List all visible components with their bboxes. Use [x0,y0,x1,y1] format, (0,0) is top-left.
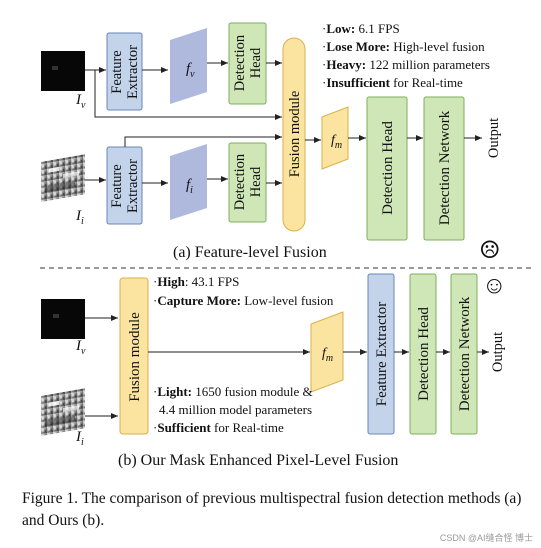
figure-caption: Figure 1. The comparison of previous mul… [22,488,522,532]
sad-face-icon: ☹ [479,238,501,264]
watermark: CSDN @AI缝合怪 博士 [440,531,533,544]
svg-text:·Lose More: High-level fusion: ·Lose More: High-level fusion [322,39,485,54]
svg-text:·Insufficient for Real-time: ·Insufficient for Real-time [322,75,463,90]
infrared-image-label-b: Ii [75,429,84,448]
infrared-image-label: Ii [75,208,84,227]
notes-bottom-top: ·High: 43.1 FPS ·Capture More: Low-level… [153,274,334,308]
visible-image-thumbnail [41,51,85,91]
detection-network-label-top: Detection Network [437,110,453,225]
visible-image-thumbnail-b [41,299,85,339]
visible-image-label-b: Iv [75,338,86,357]
feature-extractor-label-top: FeatureExtractor [109,45,141,99]
feature-extractor-label-bottom: FeatureExtractor [109,159,141,213]
fusion-module-label-bottom: Fusion module [127,312,143,402]
output-label-top: Output [486,118,502,158]
feature-extractor-label-b: Feature Extractor [374,302,390,407]
svg-text:·High: 43.1 FPS: ·High: 43.1 FPS [153,274,239,289]
svg-text:·Sufficient for Real-time: ·Sufficient for Real-time [153,420,284,435]
infrared-image-thumbnail [41,154,85,202]
svg-text:·Light: 1650 fusion module &: ·Light: 1650 fusion module & [153,384,313,399]
fusion-module-label-top: Fusion module [287,91,303,178]
panel-a-subtitle: (a) Feature-level Fusion [173,244,327,261]
svg-text:·Heavy: 122 million parameters: ·Heavy: 122 million parameters [322,57,490,72]
svg-text:·Capture More: Low-level fusio: ·Capture More: Low-level fusion [153,293,334,308]
visible-image-detail [52,66,58,70]
panel-b: Iv Ii Fusion module fm Feature Extractor [41,273,507,469]
notes-bottom-bottom: ·Light: 1650 fusion module & 4.4 million… [153,384,313,435]
detection-head-big-label: Detection Head [380,121,396,215]
svg-text:4.4 million model parameters: 4.4 million model parameters [159,402,312,417]
happy-face-icon: ☺ [482,273,507,299]
visible-image-label: Iv [75,92,86,111]
detection-network-label-b: Detection Network [457,296,473,411]
output-label-bottom: Output [490,332,506,372]
fused-feature-fm-top [322,107,348,169]
panel-a: Iv Ii FeatureExtractor FeatureExtractor [41,21,502,264]
svg-text:·Low: 6.1 FPS: ·Low: 6.1 FPS [322,21,400,36]
detection-head-label-b: Detection Head [416,307,432,401]
panel-b-subtitle: (b) Our Mask Enhanced Pixel-Level Fusion [118,452,398,469]
notes-top: ·Low: 6.1 FPS ·Lose More: High-level fus… [322,21,490,90]
fused-feature-fm-bottom [311,312,343,392]
